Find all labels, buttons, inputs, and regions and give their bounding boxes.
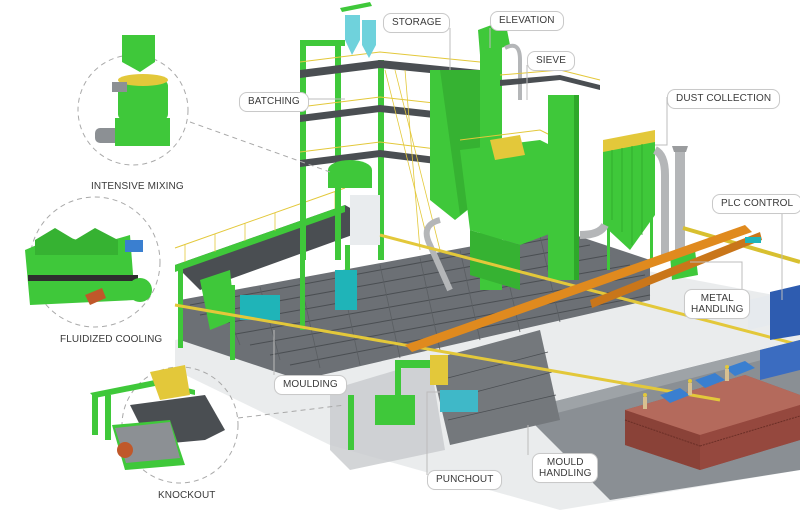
overhead-cranes bbox=[174, 225, 800, 402]
leader-lines bbox=[273, 28, 783, 475]
caption-fluidized-cooling: FLUIDIZED COOLING bbox=[60, 334, 163, 345]
plc-cabinets bbox=[748, 285, 800, 380]
label-metal-handling-line1: METAL bbox=[700, 293, 734, 304]
label-storage: STORAGE bbox=[383, 13, 451, 33]
inset-knockout bbox=[90, 365, 346, 484]
inset-intensive-mixing bbox=[77, 35, 331, 173]
label-metal-handling: METAL HANDLING bbox=[684, 289, 751, 319]
label-batching: BATCHING bbox=[239, 92, 309, 112]
label-elevation: ELEVATION bbox=[490, 11, 564, 31]
ladles bbox=[643, 361, 755, 409]
label-sieve: SIEVE bbox=[527, 51, 575, 71]
label-punchout: PUNCHOUT bbox=[427, 470, 503, 490]
caption-intensive-mixing: INTENSIVE MIXING bbox=[91, 181, 184, 192]
label-dust-collection: DUST COLLECTION bbox=[667, 89, 781, 109]
sieve-structure bbox=[423, 20, 601, 292]
label-plc-control: PLC CONTROL bbox=[712, 194, 800, 214]
caption-knockout: KNOCKOUT bbox=[158, 490, 216, 501]
inset-fluidized-cooling bbox=[25, 196, 161, 328]
punchout-pit bbox=[330, 355, 478, 470]
label-metal-handling-line2: HANDLING bbox=[691, 304, 744, 315]
label-mould-handling-line2: HANDLING bbox=[539, 468, 592, 479]
label-mould-handling-line1: MOULD bbox=[546, 457, 584, 468]
label-moulding: MOULDING bbox=[274, 375, 347, 395]
label-mould-handling: MOULD HANDLING bbox=[532, 453, 599, 483]
